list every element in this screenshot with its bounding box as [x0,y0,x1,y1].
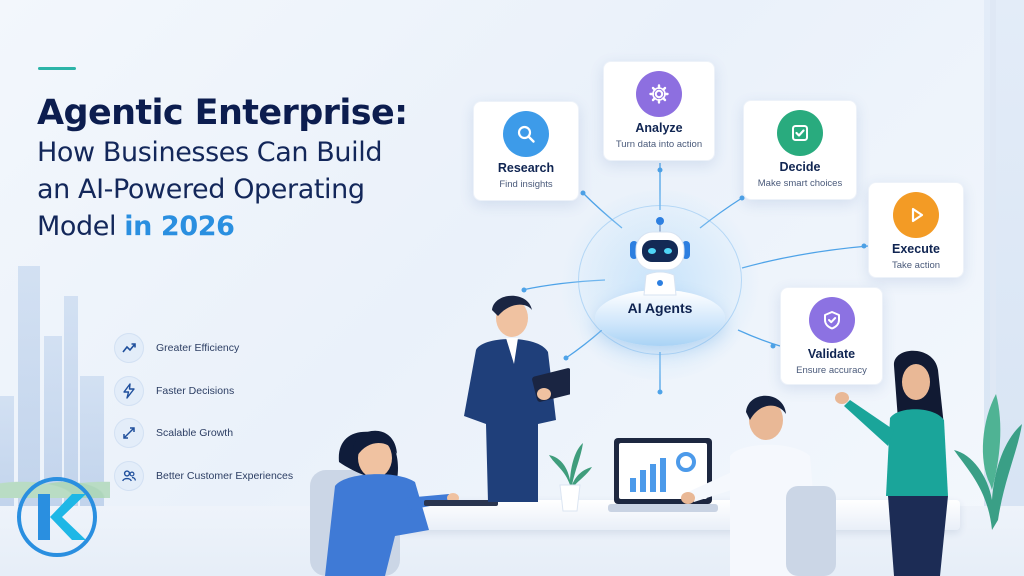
check-square-icon [777,110,823,156]
card-analyze[interactable]: Analyze Turn data into action [603,61,715,161]
card-title: Analyze [635,121,683,135]
headline-title: Agentic Enterprise: [37,93,408,133]
card-title: Validate [807,347,856,361]
hub-ring [578,205,742,355]
people-icon [114,460,144,491]
card-execute[interactable]: Execute Take action [868,182,964,278]
bushes [0,470,110,498]
benefits-list: Greater Efficiency Faster Decisions Scal… [114,327,293,497]
plant-icon [549,443,592,512]
accent-line [38,67,76,70]
headline-line-3: an AI-Powered Operating [37,174,365,205]
benefit-item: Faster Decisions [114,370,293,413]
card-research[interactable]: Research Find insights [473,101,579,201]
card-subtitle: Make smart choices [757,178,843,189]
headline-year-highlight: in 2026 [124,211,235,242]
card-title: Decide [779,160,821,174]
card-subtitle: Take action [891,260,941,271]
benefit-label: Scalable Growth [156,427,234,440]
card-subtitle: Ensure accuracy [796,365,867,376]
headline-line-4: Model in 2026 [37,208,457,245]
card-decide[interactable]: Decide Make smart choices [743,100,857,200]
benefit-item: Better Customer Experiences [114,455,293,498]
seated-man-illustration [681,395,836,576]
seated-woman-illustration [310,430,459,576]
card-subtitle: Turn data into action [615,139,703,150]
standing-woman-illustration [835,350,948,576]
benefit-label: Faster Decisions [156,384,235,397]
expand-arrows-icon [114,418,144,449]
search-icon [503,111,549,157]
company-logo [17,477,97,557]
headline-line-4-prefix: Model [37,211,125,242]
card-validate[interactable]: Validate Ensure accuracy [780,287,883,385]
benefit-item: Scalable Growth [114,412,293,455]
card-title: Research [497,161,555,175]
benefit-label: Greater Efficiency [156,342,240,355]
window-frame [990,0,996,576]
shield-check-icon [808,297,855,343]
card-title: Execute [892,242,940,256]
hub-platform [595,290,725,346]
benefit-label: Better Customer Experiences [156,469,294,482]
card-subtitle: Find insights [499,179,553,190]
lightning-icon [114,375,144,406]
robot-icon [630,217,690,296]
hub-label: AI Agents [627,300,693,316]
plant-icon [954,394,1022,530]
laptop-dashboard-icon [608,438,718,512]
standing-man-illustration [464,295,570,502]
benefit-item: Greater Efficiency [114,327,293,370]
headline: Agentic Enterprise: How Businesses Can B… [37,92,457,245]
trend-line-icon [114,333,144,364]
play-icon [893,192,939,238]
gear-icon [636,71,682,117]
laptop-icon [424,500,498,506]
headline-line-2: How Businesses Can Build [37,137,383,168]
